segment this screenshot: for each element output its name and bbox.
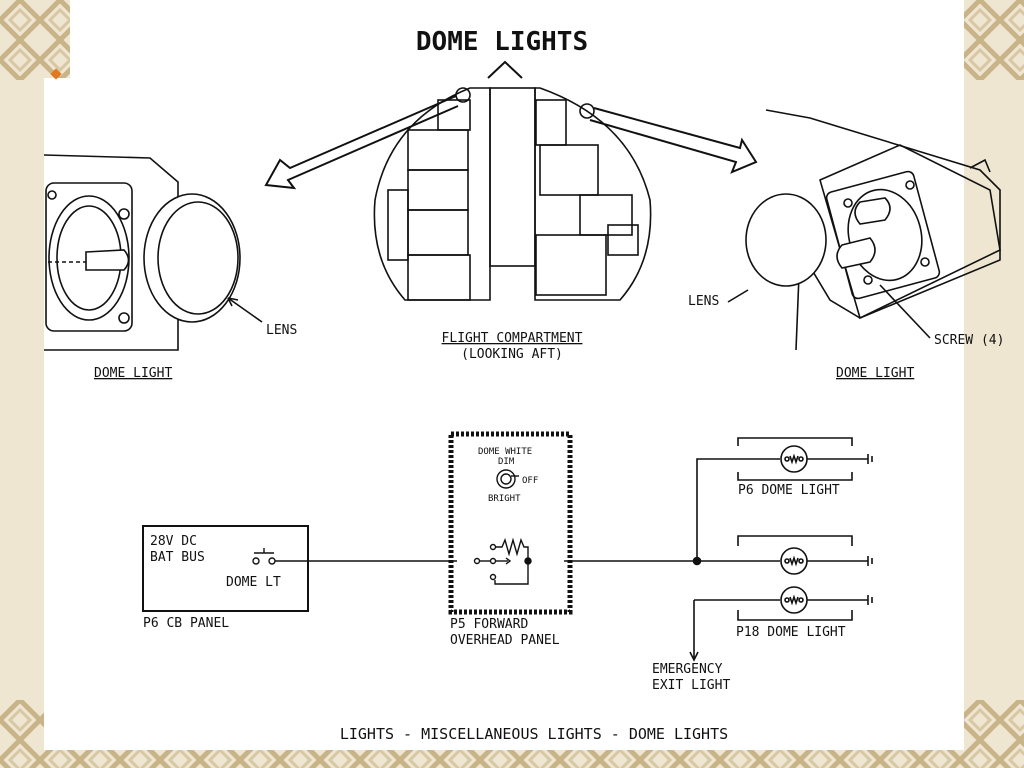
p18-dome-light-label: P18 DOME LIGHT: [736, 625, 846, 640]
emergency-exit-line1: EMERGENCY: [652, 662, 723, 677]
footer-caption: LIGHTS - MISCELLANEOUS LIGHTS - DOME LIG…: [340, 725, 728, 743]
cb-panel-box: [142, 525, 309, 612]
right-dome-light-illustration: [727, 109, 1001, 351]
right-dome-light-caption: DOME LIGHT: [836, 366, 914, 381]
flight-compartment-subcaption: (LOOKING AFT): [461, 347, 563, 362]
left-lens-label: LENS: [266, 323, 297, 338]
right-screw-label: SCREW (4): [934, 333, 1004, 348]
p5-switch-circuit: [473, 537, 532, 585]
p6-dome-light-symbol: [737, 437, 873, 481]
p5-panel-name-line1: P5 FORWARD: [450, 617, 528, 632]
p18-dome-light-symbol: [737, 535, 873, 621]
dome-light-switch-knob: [496, 469, 519, 489]
p5-switch-top-label: DOME WHITE: [478, 447, 532, 457]
p5-dim-label: DIM: [498, 457, 515, 467]
flight-compartment-illustration: [264, 87, 758, 301]
p5-panel-inner: [457, 440, 564, 606]
content-panel: [44, 78, 964, 750]
flight-compartment-caption: FLIGHT COMPARTMENT: [442, 331, 583, 346]
left-dome-light-illustration: [43, 154, 263, 351]
p5-panel-outer: [448, 431, 573, 615]
emergency-exit-line2: EXIT LIGHT: [652, 678, 730, 693]
p5-bright-label: BRIGHT: [488, 494, 521, 504]
cb-panel-name: P6 CB PANEL: [143, 616, 229, 631]
right-lens-label: LENS: [688, 294, 719, 309]
diagram-title: DOME LIGHTS: [416, 27, 588, 57]
circuit-breaker-symbol: [252, 548, 276, 565]
left-dome-light-caption: DOME LIGHT: [94, 366, 172, 381]
branch-wiring: [689, 458, 780, 662]
cb-panel-line1: 28V DC: [150, 534, 197, 549]
p5-panel-name-line2: OVERHEAD PANEL: [450, 633, 560, 648]
p5-off-label: OFF: [522, 476, 538, 486]
p6-dome-light-label: P6 DOME LIGHT: [738, 483, 840, 498]
cb-panel-breaker-label: DOME LT: [226, 575, 281, 590]
title-pointer: [487, 60, 523, 79]
cb-panel-line2: BAT BUS: [150, 550, 205, 565]
title-background: [70, 0, 964, 80]
